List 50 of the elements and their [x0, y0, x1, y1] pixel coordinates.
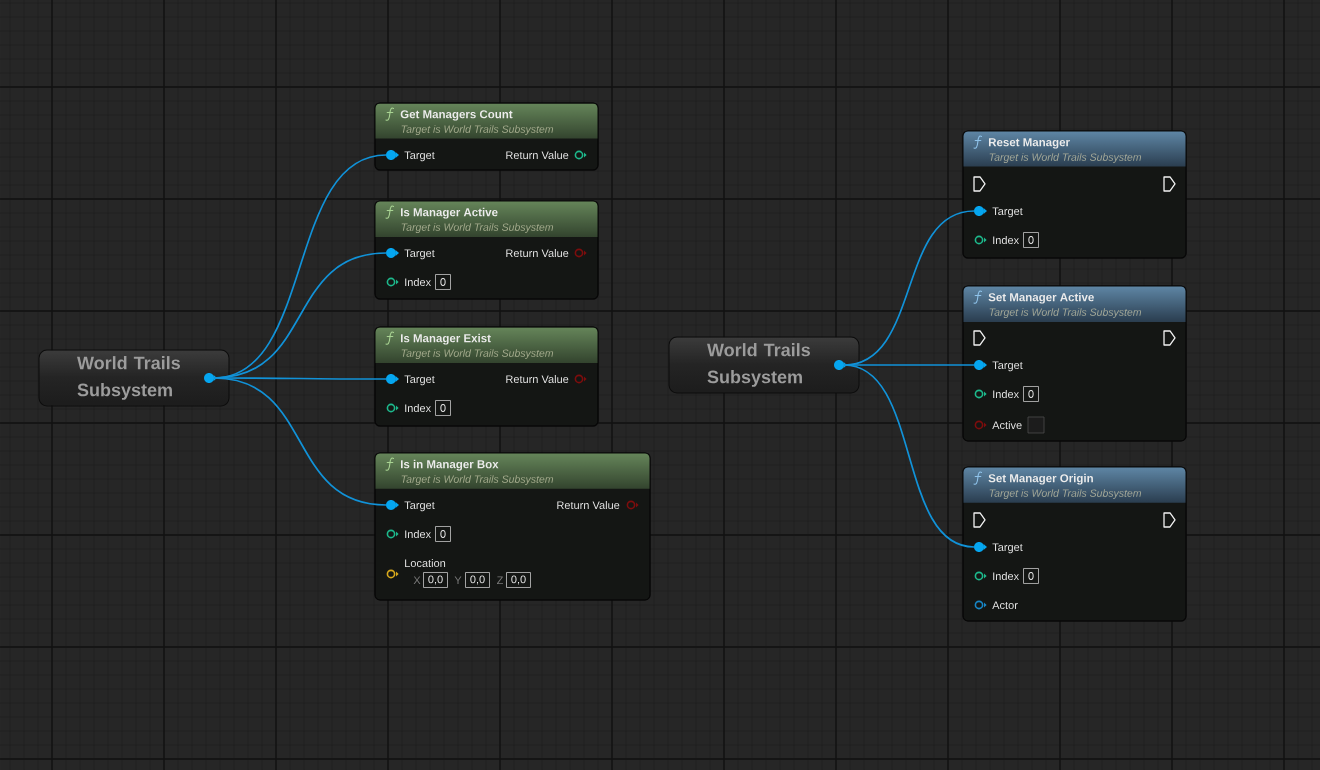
- node-subtitle: Target is World Trails Subsystem: [401, 223, 554, 233]
- pin-label: Return Value: [506, 151, 569, 160]
- pin-label: Index: [993, 390, 1019, 399]
- input-field: 0: [1023, 386, 1039, 402]
- pin-label: Target: [404, 375, 435, 386]
- input-field: 0: [435, 274, 451, 290]
- node-title: Reset Manager: [989, 138, 1070, 149]
- pin-label: Target: [404, 151, 435, 162]
- node-title: Set Manager Active: [988, 292, 1094, 304]
- node-subtitle: Target is World Trails Subsystem: [989, 153, 1142, 163]
- pin-label: Target: [992, 361, 1023, 372]
- pin-label: Index: [405, 530, 431, 539]
- pin-label: Return Value: [557, 501, 620, 510]
- node-title: Is Manager Exist: [401, 333, 491, 345]
- node-subtitle: Target is World Trails Subsystem: [989, 489, 1142, 499]
- variable-node: World Trails Subsystem: [668, 336, 860, 394]
- pin-label: Index: [993, 236, 1019, 245]
- input-field: 0: [1023, 568, 1039, 584]
- input-field: 0: [1023, 232, 1039, 248]
- pin-label: Location: [405, 559, 446, 568]
- pin-label: Index: [993, 572, 1019, 581]
- input-field: 0: [435, 526, 451, 542]
- node-title: Set Manager Origin: [988, 473, 1093, 485]
- node-title: Get Managers Count: [400, 110, 513, 121]
- input-field: 0,0: [423, 572, 448, 588]
- input-field: 0: [435, 400, 451, 416]
- input-field: 0,0: [465, 572, 490, 588]
- variable-node: World Trails Subsystem: [38, 349, 230, 407]
- wire: [213, 377, 387, 506]
- pin-label: Active: [992, 421, 1022, 430]
- pin-label: Actor: [992, 601, 1018, 610]
- pin-label: Index: [405, 404, 431, 413]
- pin-label: Target: [404, 249, 435, 260]
- pin-label: Target: [992, 207, 1023, 218]
- pin-label: Target: [992, 543, 1023, 554]
- axis-label: Z: [497, 576, 503, 584]
- node-title: Is in Manager Box: [401, 459, 499, 471]
- input-field: 0,0: [506, 572, 531, 588]
- node-subtitle: Target is World Trails Subsystem: [401, 349, 554, 359]
- node-title: Is Manager Active: [401, 207, 498, 219]
- wire: [843, 364, 975, 548]
- axis-label: X: [413, 576, 421, 584]
- axis-label: Y: [454, 576, 462, 584]
- node-subtitle: Target is World Trails Subsystem: [401, 125, 554, 135]
- node-subtitle: Target is World Trails Subsystem: [989, 308, 1142, 318]
- pin-label: Target: [404, 501, 435, 512]
- pin-label: Index: [405, 278, 431, 287]
- pin-label: Return Value: [506, 375, 569, 384]
- pin-label: Return Value: [506, 249, 569, 258]
- node-subtitle: Target is World Trails Subsystem: [401, 475, 554, 485]
